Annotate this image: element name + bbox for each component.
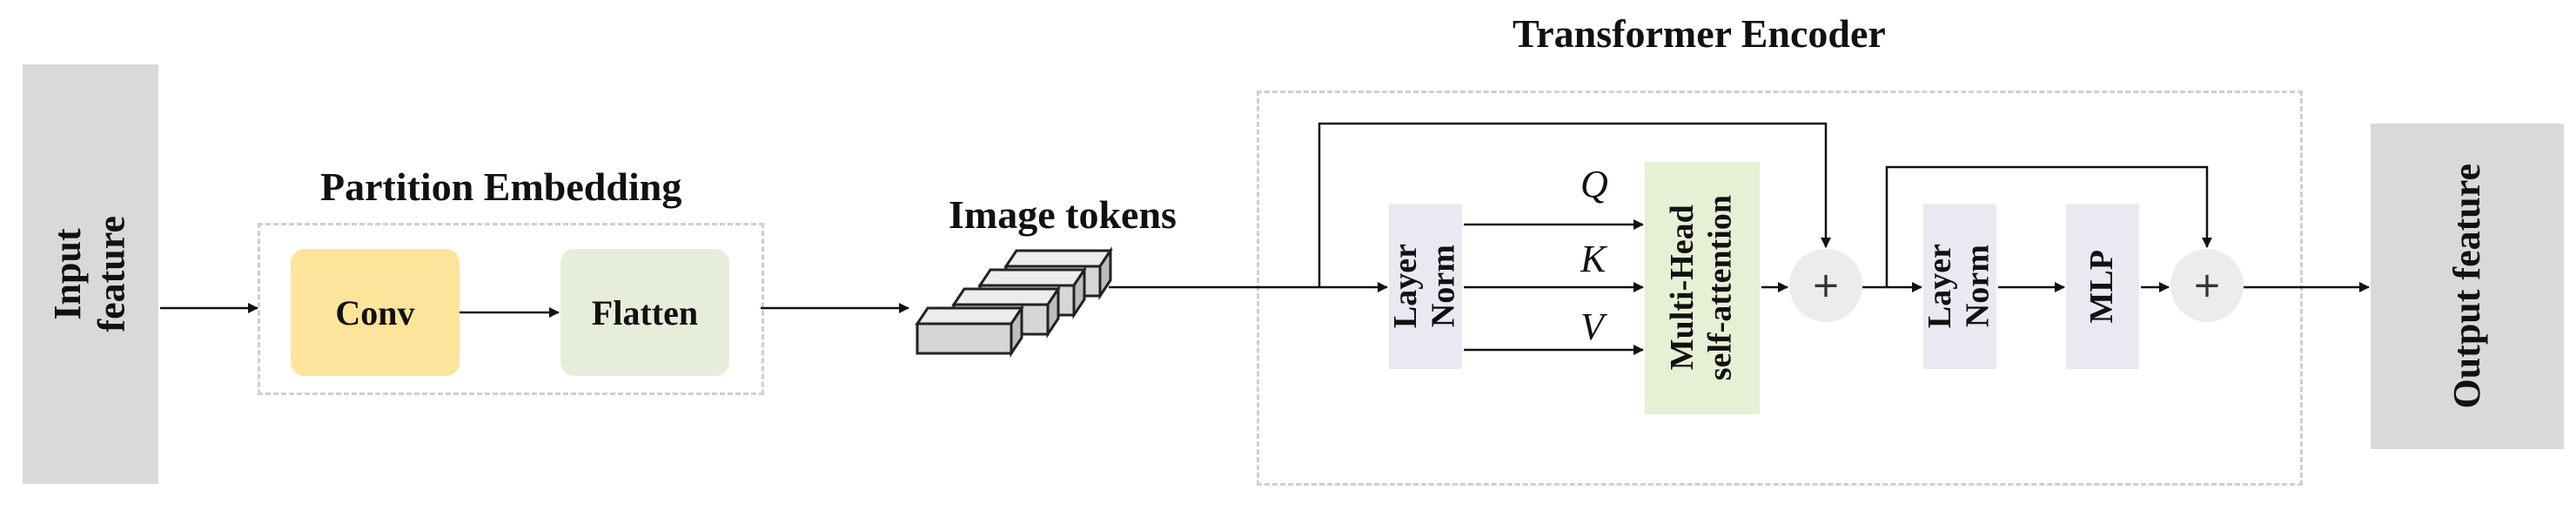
partition-embedding-title: Partition Embedding xyxy=(320,164,682,209)
k-label: K xyxy=(1580,238,1607,280)
image-tokens-blocks xyxy=(915,246,1113,358)
residual-path-2 xyxy=(1885,165,2212,287)
transformer-encoder-title: Transformer Encoder xyxy=(1513,11,1886,56)
mlp-box: MLP xyxy=(2066,204,2139,369)
layer-norm-1-box: Layer Norm xyxy=(1387,204,1462,369)
flatten-box: Flatten xyxy=(560,249,729,376)
conv-box: Conv xyxy=(291,249,460,376)
token-block-1 xyxy=(915,304,1024,358)
image-tokens-title: Image tokens xyxy=(949,192,1177,237)
residual-add-2: + xyxy=(2170,249,2244,322)
residual-path-1 xyxy=(1318,122,1831,287)
residual-add-1: + xyxy=(1789,249,1862,322)
input-feature-box: Input feature xyxy=(23,64,158,484)
q-label: Q xyxy=(1580,163,1608,205)
layer-norm-2-box: Layer Norm xyxy=(1922,204,1996,369)
output-feature-box: Output feature xyxy=(2371,124,2564,449)
multi-head-attention-box: Multi-Head self-attention xyxy=(1645,162,1760,414)
v-label: V xyxy=(1580,305,1604,348)
